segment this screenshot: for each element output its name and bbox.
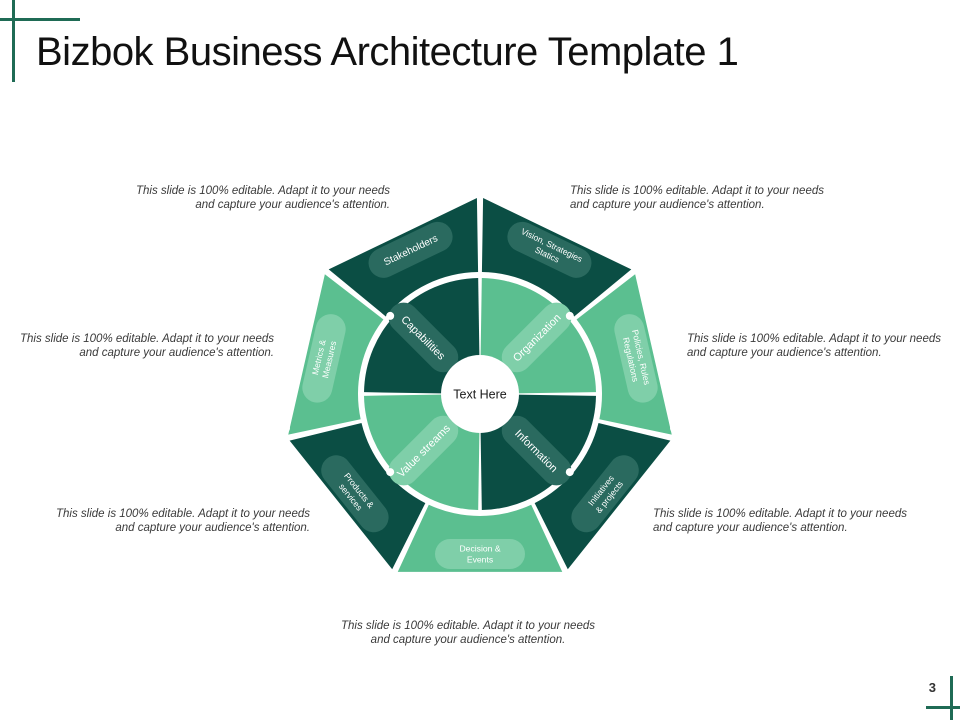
description-mid-left: This slide is 100% editable. Adapt it to…: [20, 333, 274, 359]
page-number: 3: [928, 680, 936, 695]
connector-dot: [565, 468, 574, 477]
page-title: Bizbok Business Architecture Template 1: [36, 30, 739, 74]
description-low-right: This slide is 100% editable. Adapt it to…: [653, 508, 907, 534]
center-circle: [441, 355, 519, 433]
center-label: Text Here: [453, 388, 507, 402]
connector-dot: [274, 354, 283, 363]
inner-segment-organization-pill-shape: [501, 302, 572, 373]
description-top-right: This slide is 100% editable. Adapt it to…: [570, 185, 824, 211]
outer-segment-decision-events-label: Decision &: [459, 544, 500, 554]
outer-segment-initiatives-projects-pill-shape: [571, 455, 639, 533]
connector-dot: [281, 424, 290, 433]
outer-segment-policies-rules-regulations-pill-shape: [614, 314, 658, 403]
outer-segment-decision-events-label: Events: [467, 554, 493, 564]
outer-segment-stakeholders-pill-shape: [368, 221, 453, 278]
corner-accent-line: [950, 676, 953, 720]
connector-dot: [614, 528, 623, 537]
outer-segment-decision-events-pill-shape: [435, 539, 525, 569]
outer-segment-products-services-pill-shape: [321, 455, 389, 533]
description-top-left: This slide is 100% editable. Adapt it to…: [136, 185, 390, 211]
outer-segment-decision-events-pill: Decision &Events: [435, 539, 525, 569]
connector-dot: [386, 311, 395, 320]
connector-dot: [386, 468, 395, 477]
connector-dot: [603, 238, 612, 247]
outer-segment-metrics-measures-pill-shape: [302, 314, 346, 403]
inner-segment-value-streams-pill-shape: [388, 415, 459, 486]
corner-accent-bar: [926, 706, 960, 709]
description-low-left: This slide is 100% editable. Adapt it to…: [56, 508, 310, 534]
connector-dot: [565, 311, 574, 320]
outer-segment-metrics-measures-pill: Metrics &Measures: [302, 314, 346, 403]
title-accent-bar: [0, 18, 80, 21]
inner-segment-information-pill-shape: [501, 415, 572, 486]
outer-segment-vision-strategies-statics-pill-shape: [507, 221, 592, 278]
inner-segment-capabilities-pill-shape: [388, 302, 459, 373]
description-mid-right: This slide is 100% editable. Adapt it to…: [687, 333, 941, 359]
description-bottom: This slide is 100% editable. Adapt it to…: [341, 620, 595, 646]
title-accent-line: [12, 0, 15, 82]
connector-dot: [337, 528, 346, 537]
connector-dot: [670, 424, 679, 433]
